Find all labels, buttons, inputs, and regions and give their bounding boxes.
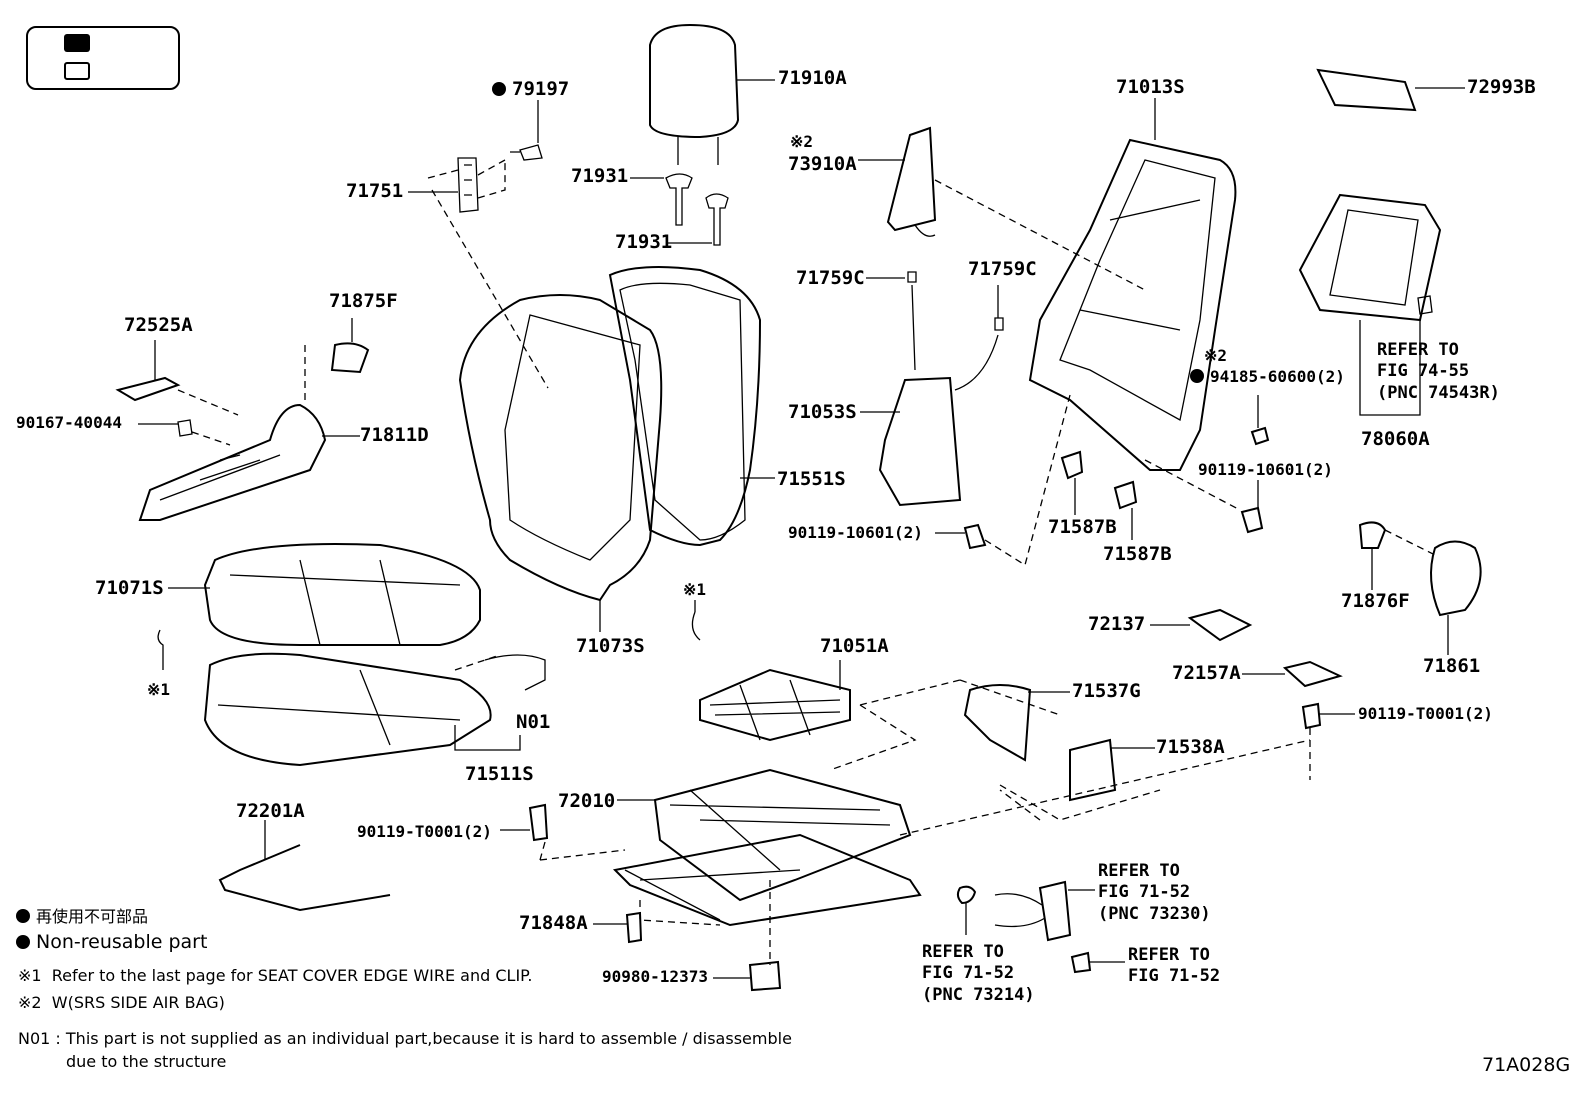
part-label-71751[interactable]: 71751 xyxy=(346,180,404,202)
part-label-72993B[interactable]: 72993B xyxy=(1467,76,1536,98)
part-label-94185-60600[interactable]: 94185-60600(2) xyxy=(1190,369,1345,385)
legend-non-reusable-en: Non-reusable part xyxy=(16,931,207,954)
part-label-72157A[interactable]: 72157A xyxy=(1172,662,1241,684)
part-label-71071S[interactable]: 71071S xyxy=(95,577,164,599)
part-label-71587B-bottom[interactable]: 71587B xyxy=(1103,543,1172,565)
part-label-71013S[interactable]: 71013S xyxy=(1116,76,1185,98)
armrest-drawing xyxy=(115,318,370,521)
part-label-71538A[interactable]: 71538A xyxy=(1156,736,1225,758)
part-label-71537G[interactable]: 71537G xyxy=(1072,680,1141,702)
part-label-71875F[interactable]: 71875F xyxy=(329,290,398,312)
non-reusable-dot-icon xyxy=(16,935,30,949)
fasteners-drawing xyxy=(935,395,1270,566)
part-label-78060A[interactable]: 78060A xyxy=(1361,428,1430,450)
seat-spring-drawing xyxy=(699,660,961,771)
part-label-90980-12373[interactable]: 90980-12373 xyxy=(602,967,708,986)
part-label-71587B-top[interactable]: 71587B xyxy=(1048,516,1117,538)
edge-clip-drawing xyxy=(157,600,701,670)
part-label-71759C-left[interactable]: 71759C xyxy=(796,267,865,289)
edge-wire-drawing xyxy=(218,820,391,912)
refer-fig-71-52-pnc-73230[interactable]: REFER TO FIG 71-52 (PNC 73230) xyxy=(1098,861,1211,924)
non-reusable-dot-icon xyxy=(492,82,506,96)
diagram-code: 71A028G xyxy=(1482,1054,1571,1076)
track-bolts-drawing xyxy=(500,702,1355,992)
part-label-73910A[interactable]: 73910A xyxy=(788,153,857,175)
refer-fig-71-52[interactable]: REFER TO FIG 71-52 xyxy=(1128,945,1221,987)
part-label-90119-10601-left[interactable]: 90119-10601(2) xyxy=(788,523,923,542)
seat-back-drawing xyxy=(458,265,775,632)
part-label-90119-T0001-right[interactable]: 90119-T0001(2) xyxy=(1358,704,1493,723)
part-label-71073S[interactable]: 71073S xyxy=(576,635,645,657)
note-mark-94185: ※2 xyxy=(1204,346,1228,365)
part-label-71910A[interactable]: 71910A xyxy=(778,67,847,89)
part-label-90119-T0001-left[interactable]: 90119-T0001(2) xyxy=(357,822,492,841)
non-reusable-dot-icon xyxy=(16,909,30,923)
part-label-72201A[interactable]: 72201A xyxy=(236,800,305,822)
legend-note-2: ※2 W(SRS SIDE AIR BAG) xyxy=(18,993,225,1012)
seat-back-frame-drawing xyxy=(1024,98,1241,566)
part-label-N01[interactable]: N01 xyxy=(516,711,551,733)
part-label-71811D[interactable]: 71811D xyxy=(360,424,429,446)
knob-drawing xyxy=(1358,521,1482,655)
seat-cushion-drawing xyxy=(168,543,546,767)
part-label-71051A[interactable]: 71051A xyxy=(820,635,889,657)
part-label-71759C-right[interactable]: 71759C xyxy=(968,258,1037,280)
clip-71587B-drawing xyxy=(1060,450,1138,540)
side-cover-drawing xyxy=(959,679,1161,821)
lumbar-support-drawing xyxy=(860,271,1004,507)
note-mark-73910A: ※2 xyxy=(790,132,814,151)
back-board-drawing xyxy=(1298,68,1465,416)
part-label-72525A[interactable]: 72525A xyxy=(124,314,193,336)
legend-key-box xyxy=(26,26,180,90)
non-reusable-dot-icon xyxy=(1190,369,1204,383)
legend-non-reusable-jp: 再使用不可部品 xyxy=(16,907,148,926)
headrest-drawing xyxy=(649,23,775,165)
part-label-71931-bottom[interactable]: 71931 xyxy=(615,231,673,253)
legend-key-filled xyxy=(64,34,90,52)
part-label-90119-10601-right[interactable]: 90119-10601(2) xyxy=(1198,460,1333,479)
part-label-71053S[interactable]: 71053S xyxy=(788,401,857,423)
part-label-71876F[interactable]: 71876F xyxy=(1341,590,1410,612)
seat-track-drawing xyxy=(539,739,1311,965)
seat-belt-buckle-drawing xyxy=(956,880,1125,974)
note-mark-clip-left: ※1 xyxy=(147,680,171,699)
part-label-71861[interactable]: 71861 xyxy=(1423,655,1481,677)
part-label-71511S[interactable]: 71511S xyxy=(465,763,534,785)
legend-n01-line1: N01 : This part is not supplied as an in… xyxy=(18,1029,792,1048)
part-label-72137[interactable]: 72137 xyxy=(1088,613,1146,635)
part-label-71551S[interactable]: 71551S xyxy=(777,468,846,490)
headrest-support-drawing xyxy=(630,173,729,246)
legend-key-outline xyxy=(64,62,90,80)
note-mark-clip-right: ※1 xyxy=(683,580,707,599)
legend-note-1: ※1 Refer to the last page for SEAT COVER… xyxy=(18,966,533,985)
part-label-90167-40044[interactable]: 90167-40044 xyxy=(16,413,122,432)
part-label-71931-top[interactable]: 71931 xyxy=(571,165,629,187)
part-label-79197[interactable]: 79197 xyxy=(492,80,569,99)
refer-fig-74-55[interactable]: REFER TO FIG 74-55 (PNC 74543R) xyxy=(1377,340,1500,403)
cover-72137-drawing xyxy=(1150,608,1343,688)
refer-fig-71-52-pnc-73214[interactable]: REFER TO FIG 71-52 (PNC 73214) xyxy=(922,942,1035,1005)
legend-n01-line2: due to the structure xyxy=(66,1052,227,1071)
bracket-71751-drawing xyxy=(408,100,549,389)
part-label-72010[interactable]: 72010 xyxy=(558,790,616,812)
part-label-71848A[interactable]: 71848A xyxy=(519,912,588,934)
side-airbag-drawing xyxy=(858,126,1146,291)
